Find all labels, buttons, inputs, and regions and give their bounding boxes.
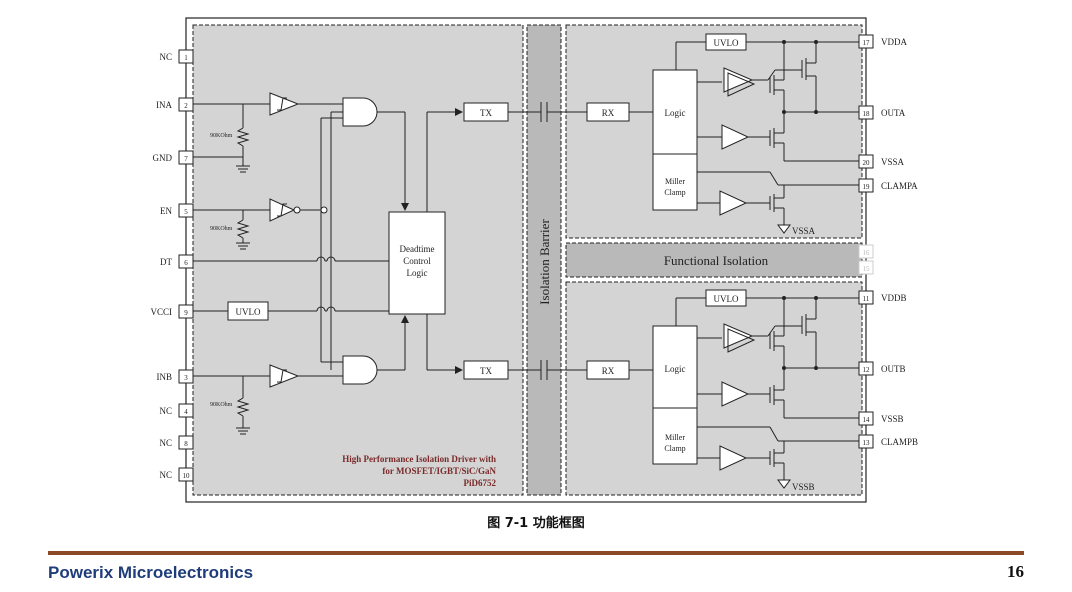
functional-isolation bbox=[565, 242, 863, 278]
pin-4-box bbox=[178, 403, 194, 418]
left-pins: 1 NC 2 INA 7 GND 5 EN 6 DT 9 VCCI 3 INB … bbox=[150, 49, 194, 482]
miller-a-label-1: Miller bbox=[665, 177, 685, 186]
pin-number: 6 bbox=[184, 259, 188, 267]
pin-number: 18 bbox=[863, 110, 871, 118]
pin-name: CLAMPB bbox=[881, 437, 918, 447]
pin-name: NC bbox=[159, 406, 172, 416]
pin-name: NC bbox=[159, 470, 172, 480]
vssb-label: VSSB bbox=[792, 482, 815, 492]
rx-a-label: RX bbox=[602, 108, 615, 118]
tx-a-label: TX bbox=[480, 108, 492, 118]
pin-name: VSSB bbox=[881, 414, 904, 424]
driver-b-junctions bbox=[782, 296, 818, 370]
pin-1-box bbox=[178, 49, 194, 64]
pin-name: VDDA bbox=[881, 37, 907, 47]
pin-number: 20 bbox=[863, 159, 871, 167]
input-circuit bbox=[193, 92, 587, 435]
miller-a-label-2: Clamp bbox=[664, 188, 685, 197]
logic-a-label: Logic bbox=[665, 108, 686, 118]
pin-name: INA bbox=[156, 100, 172, 110]
isolation-barrier bbox=[526, 24, 562, 496]
pin-name: VDDB bbox=[881, 293, 907, 303]
pin-name: INB bbox=[157, 372, 173, 382]
deadtime-label-2: Control bbox=[403, 256, 431, 266]
deadtime-label-1: Deadtime bbox=[400, 244, 435, 254]
pin-name: DT bbox=[160, 257, 172, 267]
pin-number: 15 bbox=[863, 265, 871, 273]
pin-number: 3 bbox=[184, 374, 188, 382]
pin-10-box bbox=[178, 467, 194, 482]
pin-number: 8 bbox=[184, 440, 188, 448]
pin-name: EN bbox=[160, 206, 172, 216]
driver-a-junctions bbox=[782, 40, 818, 114]
pin-16-box bbox=[858, 244, 874, 259]
pin-number: 7 bbox=[184, 155, 188, 163]
company-name: Powerix Microelectronics bbox=[48, 563, 254, 582]
driver-b-panel bbox=[565, 281, 863, 496]
pin-number: 10 bbox=[183, 472, 191, 480]
product-line-2: for MOSFET/IGBT/SiC/GaN bbox=[382, 466, 496, 476]
driver-a-circuit bbox=[586, 33, 859, 234]
functional-isolation-label: Functional Isolation bbox=[664, 253, 769, 268]
pin-name: NC bbox=[159, 52, 172, 62]
driver-a-panel bbox=[565, 24, 863, 239]
pin-name: OUTB bbox=[881, 364, 906, 374]
resistor-label-inb: 90KOhm bbox=[210, 402, 233, 408]
resistor-label-en: 90KOhm bbox=[210, 226, 233, 232]
pin-name: VCCI bbox=[150, 307, 172, 317]
pin-name: VSSA bbox=[881, 157, 905, 167]
pin-number: 9 bbox=[184, 309, 188, 317]
product-line-1: High Performance Isolation Driver with bbox=[342, 454, 496, 464]
resistor-label-ina: 90KOhm bbox=[210, 133, 233, 139]
rx-b-label: RX bbox=[602, 366, 615, 376]
uvlo-b-label: UVLO bbox=[714, 294, 739, 304]
logic-b-label: Logic bbox=[665, 364, 686, 374]
pin-number: 13 bbox=[863, 439, 871, 447]
right-pins: 17 VDDA 18 OUTA 20 VSSA 19 CLAMPA 16 15 … bbox=[858, 34, 918, 449]
tx-b-label: TX bbox=[480, 366, 492, 376]
figure-caption: 图 7-1 功能框图 bbox=[487, 516, 585, 531]
pin-15-box bbox=[858, 260, 874, 275]
functional-block-diagram: Isolation Barrier Functional Isolation 1… bbox=[150, 17, 918, 503]
pin-number: 11 bbox=[863, 295, 870, 303]
vssa-label: VSSA bbox=[792, 226, 816, 236]
pin-name: OUTA bbox=[881, 108, 906, 118]
pin-name: GND bbox=[153, 153, 173, 163]
isolation-barrier-label: Isolation Barrier bbox=[537, 219, 552, 305]
pin-number: 14 bbox=[863, 416, 871, 424]
pin-number: 12 bbox=[863, 366, 871, 374]
pin-number: 17 bbox=[863, 39, 871, 47]
product-line-3: PiD6752 bbox=[464, 478, 497, 488]
deadtime-label-3: Logic bbox=[407, 268, 428, 278]
page-number: 16 bbox=[1007, 562, 1024, 581]
miller-b-label-2: Clamp bbox=[664, 444, 685, 453]
pin-8-box bbox=[178, 435, 194, 450]
pin-number: 1 bbox=[184, 54, 188, 62]
pin-number: 19 bbox=[863, 183, 871, 191]
pin-number: 4 bbox=[184, 408, 188, 416]
pin-name: CLAMPA bbox=[881, 181, 918, 191]
pin-name: NC bbox=[159, 438, 172, 448]
vcci-uvlo-label: UVLO bbox=[236, 307, 261, 317]
pin-number: 2 bbox=[184, 102, 188, 110]
pin-number: 5 bbox=[184, 208, 188, 216]
miller-b-label-1: Miller bbox=[665, 433, 685, 442]
footer-rule bbox=[48, 551, 1024, 555]
uvlo-a-label: UVLO bbox=[714, 38, 739, 48]
pin-number: 16 bbox=[863, 249, 871, 257]
driver-b-circuit bbox=[586, 289, 859, 489]
